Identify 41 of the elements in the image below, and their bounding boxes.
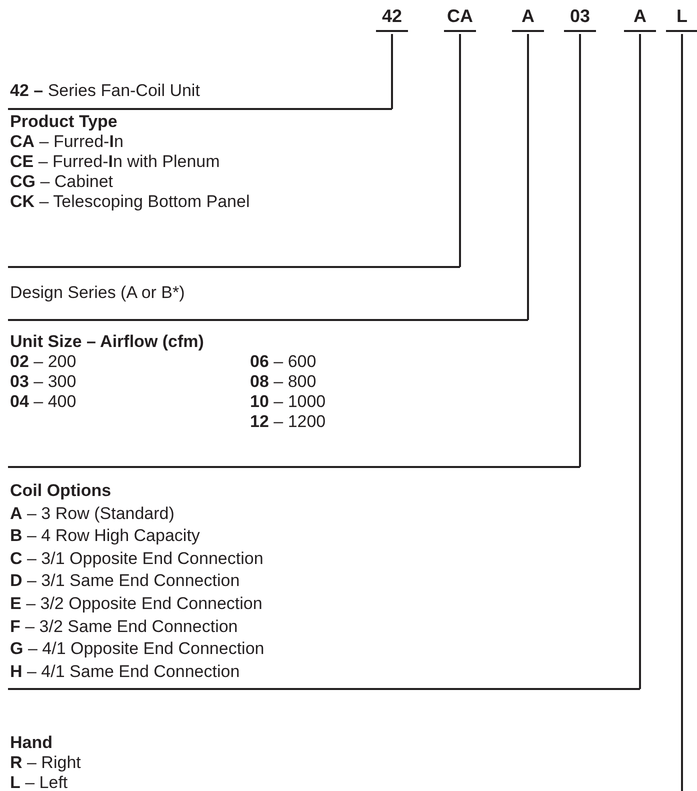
leader-line	[639, 34, 641, 690]
option-entry: 06 – 600	[250, 352, 318, 372]
option-entry: 04 – 400	[10, 392, 78, 412]
option-entry: CG – Cabinet	[10, 172, 114, 192]
section-title: Design Series (A or B*)	[10, 282, 186, 304]
option-entry: 02 – 200	[10, 352, 78, 372]
option-entry: D – 3/1 Same End Connection	[10, 570, 241, 592]
leader-line	[681, 34, 683, 791]
section-heading: Product Type	[10, 112, 118, 132]
leader-line	[579, 34, 581, 468]
option-entry: C – 3/1 Opposite End Connection	[10, 548, 264, 570]
section-heading: Unit Size – Airflow (cfm)	[10, 332, 205, 352]
model-code: A	[624, 4, 656, 32]
option-entry: 10 – 1000	[250, 392, 327, 412]
option-entry: A – 3 Row (Standard)	[10, 502, 176, 525]
option-entry: CK – Telescoping Bottom Panel	[10, 192, 251, 212]
option-entry: CA – Furred-In	[10, 132, 124, 152]
code-section	[8, 112, 460, 268]
leader-line	[459, 34, 461, 268]
model-code: CA	[444, 4, 476, 32]
option-entry: CE – Furred-In with Plenum	[10, 152, 221, 172]
option-entry: F – 3/2 Same End Connection	[10, 616, 239, 638]
model-code: 03	[564, 4, 596, 32]
section-title: 42 – Series Fan-Coil Unit	[10, 80, 201, 102]
leader-line	[527, 34, 529, 321]
option-entry: H – 4/1 Same End Connection	[10, 660, 241, 683]
option-entry: B – 4 Row High Capacity	[10, 525, 201, 548]
section-heading: Hand	[10, 733, 54, 753]
model-code: 42	[376, 4, 408, 32]
model-code: A	[512, 4, 544, 32]
model-code: L	[666, 4, 697, 32]
option-entry: 08 – 800	[250, 372, 318, 392]
leader-line	[391, 34, 393, 110]
option-entry: R – Right	[10, 753, 82, 773]
code-section	[8, 332, 580, 468]
section-heading: Coil Options	[10, 480, 112, 502]
option-entry: 03 – 300	[10, 372, 78, 392]
option-entry: E – 3/2 Opposite End Connection	[10, 592, 264, 615]
option-entry: G – 4/1 Opposite End Connection	[10, 638, 266, 660]
option-entry: L – Left	[10, 773, 69, 791]
option-entry: 12 – 1200	[250, 412, 327, 432]
